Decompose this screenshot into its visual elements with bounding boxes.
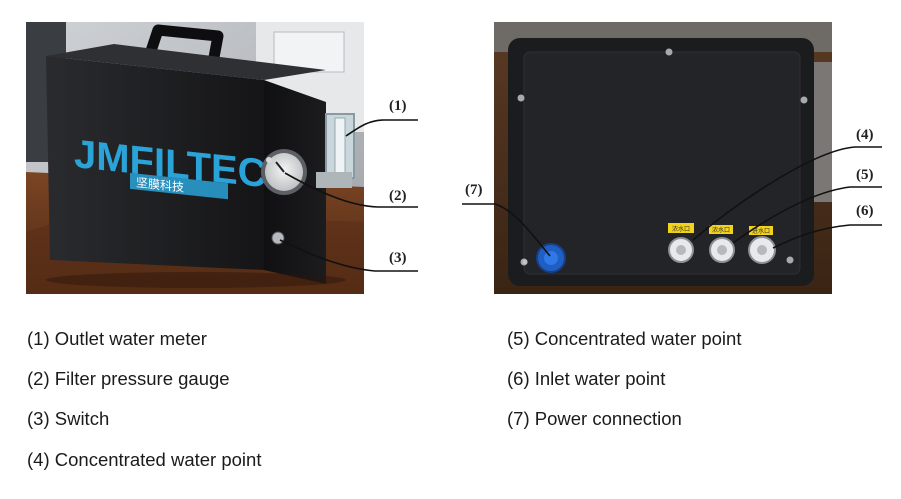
device-back-photo: 浓水口 浓水口 进水口 bbox=[494, 22, 832, 294]
legend-item-inlet-water-point: (6) Inlet water point bbox=[507, 368, 666, 389]
device-front-photo: JMFILTEC 坚膜科技 bbox=[26, 22, 364, 294]
brand-subtext: 坚膜科技 bbox=[136, 176, 184, 195]
port-tag-4: 浓水口 bbox=[672, 225, 690, 233]
switch-icon bbox=[271, 231, 285, 245]
callout-label-1: (1) bbox=[389, 98, 407, 114]
legend-item-outlet-water-meter: (1) Outlet water meter bbox=[27, 328, 207, 349]
legend-item-filter-pressure-gauge: (2) Filter pressure gauge bbox=[27, 368, 230, 389]
callout-label-3: (3) bbox=[389, 250, 407, 266]
callout-label-7: (7) bbox=[465, 182, 483, 198]
port-tag-6: 进水口 bbox=[752, 227, 770, 235]
legend-item-switch: (3) Switch bbox=[27, 408, 110, 429]
callout-label-6: (6) bbox=[856, 203, 874, 219]
legend-item-power-connection: (7) Power connection bbox=[507, 408, 682, 429]
callout-label-5: (5) bbox=[856, 167, 874, 183]
legend-item-concentrated-water-point-4: (4) Concentrated water point bbox=[27, 449, 262, 470]
callout-label-4: (4) bbox=[856, 127, 874, 143]
legend-item-concentrated-water-point-5: (5) Concentrated water point bbox=[507, 328, 742, 349]
device-back-illustration: 浓水口 浓水口 进水口 bbox=[494, 22, 832, 294]
callout-label-2: (2) bbox=[389, 188, 407, 204]
port-tag-5: 浓水口 bbox=[712, 226, 730, 234]
device-front-illustration: JMFILTEC 坚膜科技 bbox=[26, 22, 364, 294]
